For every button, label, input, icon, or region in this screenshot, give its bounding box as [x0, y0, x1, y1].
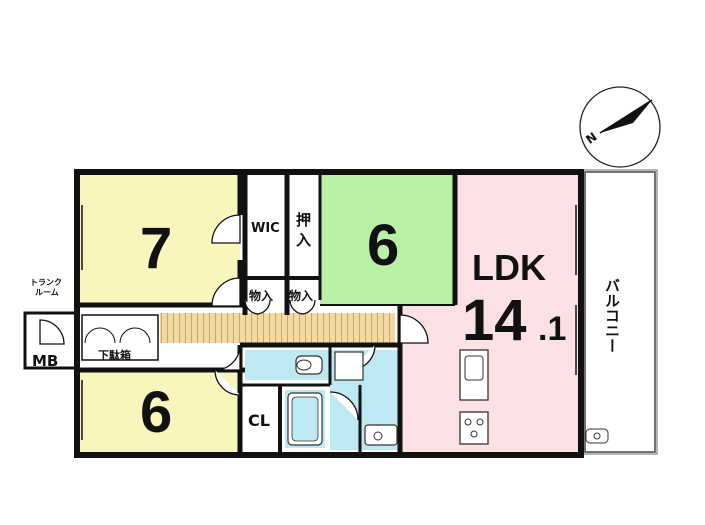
- mb-label: MB: [32, 352, 58, 370]
- western-room-1-size: 7: [140, 216, 172, 281]
- ldk-label: LDK: [472, 247, 546, 288]
- stove-icon: [459, 411, 489, 445]
- trunk-room-label-line1: トランク: [30, 277, 62, 287]
- walls: [23, 169, 584, 458]
- compass: N: [579, 86, 661, 168]
- wic-room: [245, 175, 285, 275]
- kitchen-sink-icon: [459, 349, 489, 401]
- wic-label: WIC: [251, 221, 280, 236]
- shoe-box-label: 下駄箱: [98, 348, 131, 362]
- hallway-flooring: [160, 313, 395, 343]
- oshiire-label-top: 押: [296, 211, 311, 229]
- western-room-2-size: 6: [140, 380, 172, 445]
- closet-label: CL: [248, 411, 270, 430]
- balcony: [584, 171, 656, 453]
- balcony-drain-icon: [585, 428, 609, 444]
- washbasin-icon: [364, 424, 398, 446]
- compass-circle: [579, 86, 661, 168]
- ldk-size-dec: .1: [538, 310, 566, 348]
- washing-machine-icon: [334, 351, 364, 381]
- ldk-room: [455, 175, 578, 455]
- western-room-2: [80, 370, 240, 455]
- storage-2-label: 物入: [289, 288, 313, 303]
- windows: [78, 205, 580, 440]
- trunk-room-label-line2: ルーム: [35, 288, 59, 297]
- japanese-room-size: 6: [367, 213, 399, 278]
- storage-1-label: 物入: [249, 288, 273, 303]
- japanese-room: [320, 175, 455, 305]
- toilet-icon: [295, 355, 323, 375]
- bathtub-icon: [287, 392, 323, 446]
- doors: [39, 214, 429, 421]
- ldk-size-int: 14: [462, 288, 527, 353]
- oshiire-room: [288, 175, 318, 275]
- oshiire-label-bottom: 入: [296, 231, 311, 249]
- compass-needle: [599, 99, 653, 134]
- balcony-label: バルコニー: [603, 278, 621, 353]
- shoe-box: [81, 314, 159, 361]
